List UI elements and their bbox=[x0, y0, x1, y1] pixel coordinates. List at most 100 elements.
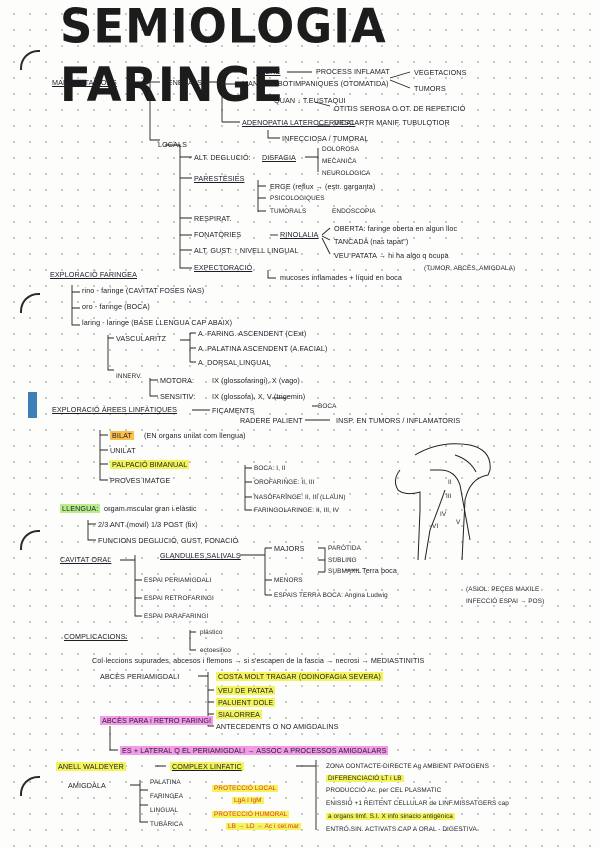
tubarica: TUBÀRICA bbox=[150, 821, 184, 828]
majors: MAJORS bbox=[274, 544, 305, 553]
proteccio-local: PROTECCIÓ LOCAL bbox=[212, 785, 279, 792]
menors: MENORS bbox=[274, 577, 303, 584]
sialorrea: SIALORREA bbox=[216, 710, 263, 719]
rinolalia: RINOLALIA bbox=[280, 230, 319, 239]
manifestacions-heading: MANIFESTACIONS bbox=[52, 78, 117, 87]
glandules: GLANDULES SALIVALS bbox=[160, 551, 241, 560]
motora-val: IX (glossofaringi), X (vago) bbox=[212, 376, 300, 385]
subling: SUBLING bbox=[328, 557, 357, 564]
node-faringolaringe: FARINGOLARINGE: II, III, IV bbox=[254, 507, 340, 514]
binder-hole bbox=[20, 776, 40, 796]
expectoracio: EXPECTORACIÓ bbox=[194, 263, 253, 272]
submaxil: SUBMAXIL bbox=[328, 568, 362, 575]
vegetacions: VEGETACIONS bbox=[414, 68, 467, 77]
art-dorsal: A. DORSAL LINGUAL bbox=[198, 358, 271, 367]
insp-tumors: INSP. EN TUMORS / INFLAMATORIS bbox=[336, 416, 461, 425]
infecciosa: INFECCIOSA / TUMORAL bbox=[282, 134, 369, 143]
es-lateral: ES + LATERAL Q EL PERIAMIGDALI → ASSOC A… bbox=[120, 746, 389, 755]
sensitiv-label: SENSITIV: bbox=[160, 392, 196, 401]
binder-hole bbox=[20, 50, 40, 70]
vascularitz: VASCULARITZ bbox=[116, 334, 167, 343]
neck-label-ii: II bbox=[448, 479, 452, 486]
alt-deglucio: ALT. DEGLUCIÓ: bbox=[194, 153, 251, 162]
binder-hole bbox=[20, 530, 40, 550]
febre-label: FEBRE bbox=[256, 67, 281, 76]
oberta: OBERTA: faringe oberta en algun lloc bbox=[334, 224, 458, 233]
veu-patata: VEU PATATA → hi ha algo q ocupa bbox=[334, 251, 449, 260]
parestesies: PARESTÈSIES bbox=[194, 174, 245, 183]
alt-gust: ALT. GUST: ↑ NIVELL LINGUAL bbox=[194, 246, 299, 255]
febre-note: PROCESS INFLAMAT bbox=[316, 67, 390, 76]
asiol: (ASIOL: PEÇES MAXILE bbox=[466, 586, 540, 593]
lingual: LINGUAL bbox=[150, 807, 179, 814]
tumors: TUMORS bbox=[414, 84, 446, 93]
produccio: PRODUCCIÓ Ac. per CEL PLASMATIC bbox=[326, 787, 442, 794]
parotida: PARÒTIDA bbox=[328, 545, 361, 552]
respirat: RESPIRAT. bbox=[194, 214, 232, 223]
palatina: PALATINA bbox=[150, 779, 181, 786]
neck-sketch bbox=[394, 443, 491, 561]
neurologica: NEUROLOGICA bbox=[322, 170, 371, 177]
lb-ld: LB → LD → Ac i cel.mar bbox=[226, 823, 302, 830]
organs-limf: a organs limf. S.I. X info sinacio antig… bbox=[326, 813, 455, 820]
tumorals: TUMORALS bbox=[270, 208, 307, 215]
zona-contacte: ZONA CONTACTE DIRECTE Ag AMBIENT PATOGEN… bbox=[326, 763, 489, 770]
ectoesilico: ectoesilico bbox=[200, 647, 231, 654]
plastico: plástico bbox=[200, 629, 223, 636]
espai-para: ESPAI PARAFARINGI bbox=[144, 613, 209, 620]
llengua-funcions: FUNCIONS DEGLUCIÓ, GUST, FONACIÓ bbox=[98, 536, 239, 545]
motora-label: MOTORA: bbox=[160, 376, 195, 385]
boca-label: BOCA bbox=[318, 403, 337, 410]
neck-label-vi: VI bbox=[432, 523, 439, 530]
unilat: UNILAT bbox=[110, 446, 136, 455]
innerv: INNERV. bbox=[116, 373, 142, 380]
entero: ENTRÓ SIN. ACTIVATS CAP A ORAL - DIGESTI… bbox=[326, 826, 477, 833]
abces-para: ABCÈS PARA i RETRO FARINGI bbox=[100, 716, 214, 725]
abces-periamig: ABCÈS PERIAMIGDALI bbox=[100, 672, 180, 681]
llengua-ant-post: 2/3 ANT (movil) 1/3 POST (fix) bbox=[98, 520, 198, 529]
mucoses: mucoses inflamades + líquid en boca bbox=[280, 273, 402, 282]
infeccio-espai: INFECCIÓ ESPAI → POS) bbox=[466, 598, 545, 605]
exploracio-heading: EXPLORACIÓ FARINGEA bbox=[50, 270, 137, 279]
amigdala: AMIGDALA bbox=[68, 781, 106, 790]
costa-tragar: COSTA MOLT TRAGAR (ODINOFAGIA SEVERA) bbox=[216, 672, 383, 681]
ficaments: FICAMENTS bbox=[212, 406, 255, 415]
oro-faringe: oro - faringe (BOCA) bbox=[82, 302, 150, 311]
llengua-label: LLENGUA: bbox=[60, 504, 101, 513]
page-title: SEMIOLOGIA FARINGE bbox=[60, 0, 387, 113]
col-leccions: Col·leccions supurades, abcesos i flemon… bbox=[92, 656, 425, 665]
diferenciacio: DIFERENCIACIÓ LT i LB bbox=[326, 775, 404, 782]
sensitiv-val: IX (glossofa), X, V (trigemin) bbox=[212, 392, 306, 401]
fonatories: FONATÒRIES bbox=[194, 230, 242, 239]
descartar: DESCARTR MANIF. TUBULOTIOR bbox=[334, 118, 450, 127]
tumor-abces: (TUMOR, ABCÈS, AMIGDALA) bbox=[424, 265, 516, 272]
proteccio-humoral: PROTECCIÓ HUMORAL bbox=[212, 811, 290, 818]
art-palatina: A. PALATINA ASCENDENT (A.FACIAL) bbox=[198, 344, 328, 353]
dolorosa: DOLOROSA bbox=[322, 146, 360, 153]
palpacio: PALPACIÓ BIMANUAL bbox=[110, 460, 190, 469]
bilat-note: (EN organs unilat com llengua) bbox=[144, 431, 246, 440]
lga-igm: LgA i IgM bbox=[232, 797, 264, 804]
radere-palient: RADERE PALIENT bbox=[240, 416, 303, 425]
paluent-dole: PALUENT DOLE bbox=[216, 698, 276, 707]
tancada: TANCADA (nas tapat") bbox=[334, 237, 409, 246]
art-faring: A. FARING. ASCENDENT (CExt) bbox=[198, 329, 307, 338]
neck-label-iv: IV bbox=[440, 511, 447, 518]
llengua-desc: orgam mscular gran i elàstic bbox=[104, 504, 197, 513]
arees-heading: EXPLORACIÓ ÀREES LINFÀTIQUES bbox=[52, 405, 178, 414]
cavitat-oral: CAVITAT ORAL bbox=[60, 555, 112, 564]
espais-terra: ESPAIS TERRA BOCA: Angina Ludwig bbox=[274, 592, 388, 599]
generals-label: GENERALS bbox=[162, 78, 202, 87]
mecanica: MECANICA bbox=[322, 158, 357, 165]
binder-hole bbox=[20, 293, 40, 313]
manif-tubo: MANIF. TUBOTIMPANIQUES (OTOMATIDA) bbox=[242, 79, 389, 88]
quan-t: QUAN ↓ T.EUSTAQUI bbox=[274, 96, 346, 105]
node-boca: BOCA: I, II bbox=[254, 465, 286, 472]
neck-label-v: V bbox=[456, 519, 461, 526]
laring-laringe: laring - laringe (BASE LLENGUA CAP ABAIX… bbox=[82, 318, 233, 327]
terra-boca: Terra boca bbox=[362, 566, 397, 575]
veu-de-patata: VEU DE PATATA bbox=[216, 686, 276, 695]
neck-label-iii: III bbox=[446, 493, 452, 500]
antecedents: ANTECEDENTS O NO AMIGDALINS bbox=[216, 722, 339, 731]
